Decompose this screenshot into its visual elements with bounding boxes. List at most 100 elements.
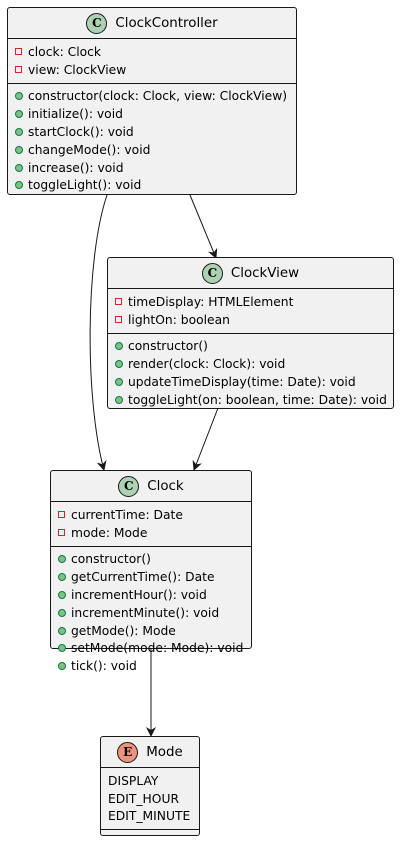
public-visibility-icon (15, 145, 23, 154)
method-row: increase(): void (15, 159, 296, 177)
public-visibility-icon (15, 163, 23, 172)
class-header: C ClockController (8, 8, 296, 39)
class-clockcontroller[interactable]: C ClockController clock: Clock view: Clo… (7, 7, 297, 195)
fields-section: timeDisplay: HTMLElement lightOn: boolea… (108, 289, 393, 333)
public-visibility-icon (15, 181, 23, 190)
methods-section: constructor() getCurrentTime(): Date inc… (51, 545, 251, 680)
method-row: setMode(mode: Mode): void (58, 640, 251, 658)
method-row: toggleLight(): void (15, 177, 296, 195)
class-header: C ClockView (108, 258, 393, 289)
method-row: getMode(): Mode (58, 622, 251, 640)
public-visibility-icon (58, 626, 66, 635)
method-text: startClock(): void (28, 125, 134, 140)
public-visibility-icon (115, 360, 123, 369)
method-text: initialize(): void (28, 107, 123, 122)
method-row: toggleLight(on: boolean, time: Date): vo… (115, 391, 393, 409)
public-visibility-icon (58, 662, 66, 671)
class-badge-icon: C (201, 262, 223, 284)
public-visibility-icon (15, 110, 23, 119)
enum-empty-section (101, 829, 199, 837)
public-visibility-icon (58, 573, 66, 582)
method-text: updateTimeDisplay(time: Date): void (128, 375, 356, 390)
enum-literal: EDIT_MINUTE (108, 809, 191, 824)
public-visibility-icon (58, 608, 66, 617)
public-visibility-icon (115, 342, 123, 351)
field-row: clock: Clock (15, 43, 296, 61)
enum-literal: EDIT_HOUR (108, 791, 179, 806)
public-visibility-icon (15, 128, 23, 137)
enum-name: Mode (146, 744, 183, 760)
arrow-controller-to-clock (89, 194, 108, 471)
field-row: timeDisplay: HTMLElement (115, 293, 393, 311)
field-text: view: ClockView (28, 62, 127, 77)
method-text: render(clock: Clock): void (128, 357, 286, 372)
field-row: currentTime: Date (58, 506, 251, 524)
enum-literal: DISPLAY (108, 773, 159, 788)
method-row: updateTimeDisplay(time: Date): void (115, 373, 393, 391)
method-text: getMode(): Mode (71, 623, 176, 638)
class-name: ClockView (230, 265, 300, 281)
arrow-view-to-clock (192, 407, 219, 471)
method-row: tick(): void (58, 657, 251, 675)
public-visibility-icon (15, 92, 23, 101)
class-header: C Clock (51, 471, 251, 502)
method-row: initialize(): void (15, 105, 296, 123)
method-text: toggleLight(on: boolean, time: Date): vo… (128, 392, 387, 407)
enum-badge-icon: E (117, 741, 139, 763)
field-text: lightOn: boolean (128, 312, 230, 327)
class-badge-icon: C (118, 475, 140, 497)
field-text: mode: Mode (71, 525, 148, 540)
method-text: tick(): void (71, 659, 137, 674)
public-visibility-icon (115, 395, 123, 404)
method-row: changeMode(): void (15, 141, 296, 159)
field-text: currentTime: Date (71, 507, 183, 522)
method-text: setMode(mode: Mode): void (71, 641, 244, 656)
private-visibility-icon (15, 48, 22, 56)
method-row: incrementHour(): void (58, 586, 251, 604)
public-visibility-icon (115, 378, 123, 387)
method-row: incrementMinute(): void (58, 604, 251, 622)
method-text: increase(): void (28, 160, 124, 175)
private-visibility-icon (115, 298, 122, 306)
method-row: constructor() (58, 551, 251, 569)
private-visibility-icon (58, 511, 65, 519)
method-text: changeMode(): void (28, 142, 151, 157)
method-text: incrementHour(): void (71, 588, 207, 603)
method-row: constructor(clock: Clock, view: ClockVie… (15, 88, 296, 106)
method-text: toggleLight(): void (28, 178, 142, 193)
class-clock[interactable]: C Clock currentTime: Date mode: Mode con… (50, 470, 252, 673)
method-text: constructor(clock: Clock, view: ClockVie… (28, 89, 288, 104)
method-text: constructor() (128, 339, 208, 354)
public-visibility-icon (58, 591, 66, 600)
method-row: startClock(): void (15, 123, 296, 141)
method-text: constructor() (71, 552, 151, 567)
class-badge-icon: C (86, 12, 108, 34)
fields-section: currentTime: Date mode: Mode (51, 502, 251, 546)
methods-section: constructor() render(clock: Clock): void… (108, 332, 393, 413)
method-text: incrementMinute(): void (71, 605, 220, 620)
enum-mode[interactable]: E Mode DISPLAY EDIT_HOUR EDIT_MINUTE (100, 736, 200, 836)
field-row: view: ClockView (15, 61, 296, 79)
method-row: getCurrentTime(): Date (58, 568, 251, 586)
private-visibility-icon (15, 66, 22, 74)
methods-section: constructor(clock: Clock, view: ClockVie… (8, 82, 296, 199)
field-row: mode: Mode (58, 524, 251, 542)
literals-section: DISPLAY EDIT_HOUR EDIT_MINUTE (101, 768, 199, 829)
field-text: timeDisplay: HTMLElement (128, 294, 294, 309)
class-name: Clock (147, 478, 184, 494)
enum-header: E Mode (101, 737, 199, 768)
fields-section: clock: Clock view: ClockView (8, 39, 296, 83)
class-clockview[interactable]: C ClockView timeDisplay: HTMLElement lig… (107, 257, 394, 409)
field-text: clock: Clock (28, 44, 102, 59)
field-row: lightOn: boolean (115, 311, 393, 329)
private-visibility-icon (58, 529, 65, 537)
public-visibility-icon (58, 644, 66, 653)
private-visibility-icon (115, 316, 122, 324)
method-text: getCurrentTime(): Date (71, 570, 215, 585)
arrow-controller-to-view (189, 194, 218, 259)
public-visibility-icon (58, 555, 66, 564)
class-name: ClockController (115, 15, 218, 31)
method-row: render(clock: Clock): void (115, 355, 393, 373)
method-row: constructor() (115, 338, 393, 356)
